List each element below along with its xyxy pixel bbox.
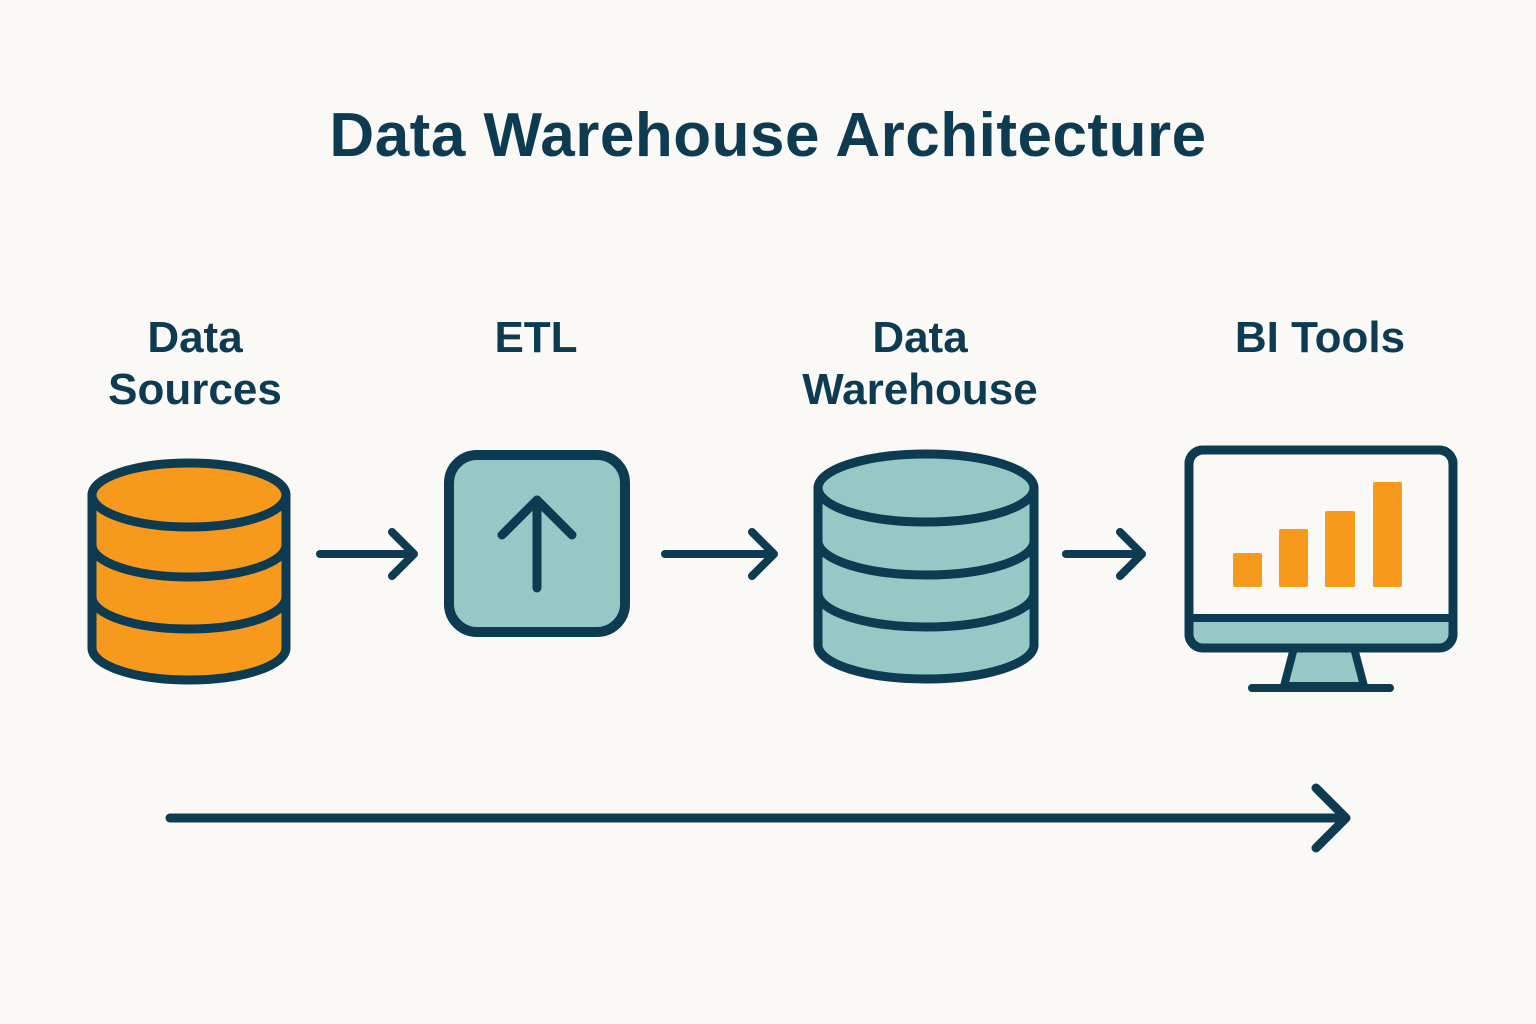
label-data-sources: Data Sources [60,312,330,416]
label-line: BI Tools [1234,313,1406,362]
label-etl: ETL [436,312,636,364]
arrow-right-icon [661,528,778,580]
chart-bar [1373,482,1402,587]
arrow-right-icon [316,528,418,580]
data-sources-database-icon [87,458,291,685]
chart-bar [1279,529,1308,587]
arrow-right-icon [1062,528,1146,580]
data-warehouse-database-icon [813,449,1039,684]
label-line: Warehouse [802,365,1038,414]
label-data-warehouse: Data Warehouse [770,312,1070,416]
chart-bar [1233,553,1262,587]
chart-bar [1325,511,1355,587]
label-line: Data [147,313,243,362]
flow-direction-arrow-icon [165,783,1351,853]
diagram-title: Data Warehouse Architecture [329,101,1207,170]
label-bi-tools: BI Tools [1180,312,1460,364]
bi-tools-monitor-chart-icon [1184,445,1458,692]
label-line: Sources [108,365,282,414]
label-line: Data [872,313,968,362]
label-line: ETL [494,313,578,362]
etl-upload-arrow-icon [444,450,630,637]
